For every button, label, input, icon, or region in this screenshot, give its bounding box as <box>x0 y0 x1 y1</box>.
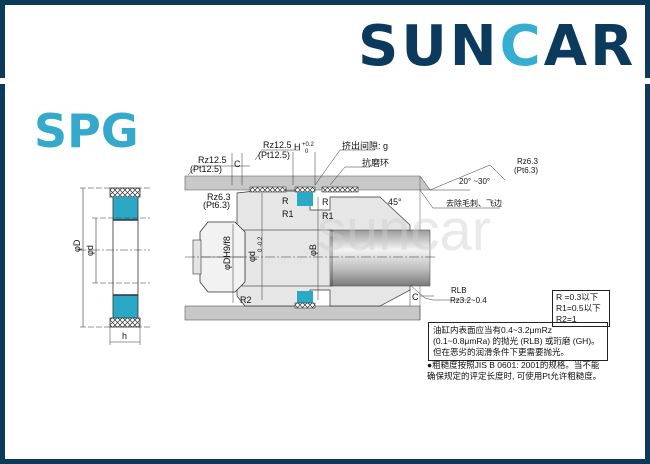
seal-front-view: φD φd h <box>72 187 150 345</box>
deburr-note: 去除毛刺、飞边 <box>446 198 502 208</box>
radius-r1-left: R1 <box>282 209 294 219</box>
radius-r1-right: R1 <box>322 211 334 221</box>
suncar-logo: SUNCAR <box>358 14 636 79</box>
pt-chamfer: (Pt6.3) <box>514 166 538 175</box>
frame-gap <box>644 78 650 84</box>
footnote: ●粗糙度按照JIS B 0601: 2001的规格。当不能确保规定的评定长度时,… <box>427 360 602 381</box>
dim-outer-dia: φD <box>72 239 82 252</box>
radius-note: R =0.3以下 <box>556 292 599 302</box>
logo-text: SUN <box>358 14 500 79</box>
piston-dia: φB <box>308 244 318 256</box>
angle-45: 45° <box>388 197 402 207</box>
rz-outer: Rz12.5 <box>198 155 227 165</box>
groove-dia: φd <box>247 251 257 262</box>
radius-r-right: R <box>322 197 329 207</box>
pt-side: (Pt6.3) <box>203 200 230 210</box>
dim-height: h <box>122 331 127 341</box>
pt-groove: (Pt12.5) <box>258 150 290 160</box>
product-code: SPG <box>34 104 139 158</box>
radius-r2: R2 <box>240 295 252 305</box>
chamfer-c-bottom: C <box>412 292 419 302</box>
groove-dia-tol: 0 -0.2 <box>258 236 264 252</box>
rlb-label: RLB <box>451 286 467 295</box>
logo-c: C <box>499 14 544 79</box>
logo-text: AR <box>543 14 637 79</box>
groove-tol-upper: +0.2 <box>302 142 315 148</box>
frame-gap <box>0 78 6 84</box>
chamfer-c-top: C <box>234 159 241 169</box>
rz-side: Rz6.3 <box>207 192 231 202</box>
extrusion-gap: 挤出间隙: g <box>342 140 388 151</box>
radius-notes: R =0.3以下 R1=0.5以下 R2=1 <box>552 290 610 327</box>
bore-fit: φDH9/f8 <box>222 236 232 270</box>
watermark: suncar <box>317 198 491 263</box>
section-view: suncar Rz12.5 (Pt12.5) C Rz12.5 (Pt12.5) <box>184 140 538 321</box>
dim-inner-dia: φd <box>85 245 95 256</box>
radius-note: R2=1 <box>556 314 577 324</box>
radius-note: R1=0.5以下 <box>556 303 601 313</box>
chamfer-angle: 20° ~30° <box>459 177 490 186</box>
rlb-rz: Rz3.2~0.4 <box>450 296 487 305</box>
rz-groove: Rz12.5 <box>263 140 292 150</box>
wear-ring: 抗磨环 <box>362 157 389 168</box>
rz-chamfer: Rz6.3 <box>517 157 538 166</box>
surface-note: 油缸内表面应当有0.4~3.2μmRz (0.1~0.8μmRa) 的抛光 (R… <box>428 322 608 361</box>
pt-outer: (Pt12.5) <box>190 164 222 174</box>
groove-tol-lower: 0 <box>305 149 309 155</box>
groove-width: H <box>294 142 301 152</box>
radius-r-left: R <box>282 196 289 206</box>
